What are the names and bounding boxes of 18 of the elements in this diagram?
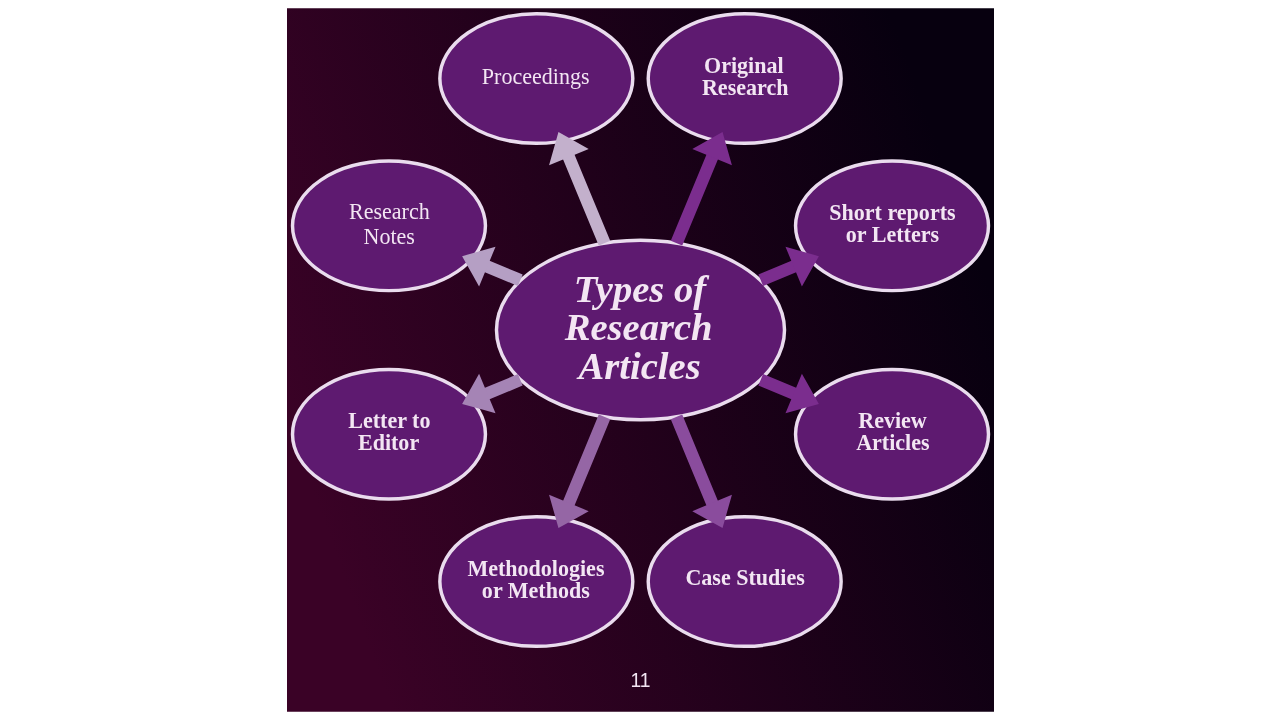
arrow	[757, 373, 819, 414]
label: 11	[629, 669, 651, 691]
arrow	[461, 373, 523, 414]
node-ellipse: Case Studies	[646, 515, 843, 649]
arrow	[461, 246, 523, 287]
arrow	[670, 414, 732, 529]
node-ellipse: Types of Research Articles	[494, 238, 786, 422]
node-ellipse: Letter to Editor	[290, 367, 487, 501]
node-ellipse: Review Articles	[793, 367, 990, 501]
node-ellipse: Short reports or Letters	[793, 159, 990, 293]
arrow	[757, 246, 819, 287]
arrow	[548, 131, 610, 246]
arrow	[670, 131, 732, 246]
node-ellipse: Methodologies or Methods	[437, 515, 634, 649]
node-ellipse: Research Notes	[290, 159, 487, 293]
arrow	[548, 414, 610, 529]
node-ellipse: Proceedings	[437, 12, 634, 145]
node-ellipse: Original Research	[646, 12, 843, 145]
